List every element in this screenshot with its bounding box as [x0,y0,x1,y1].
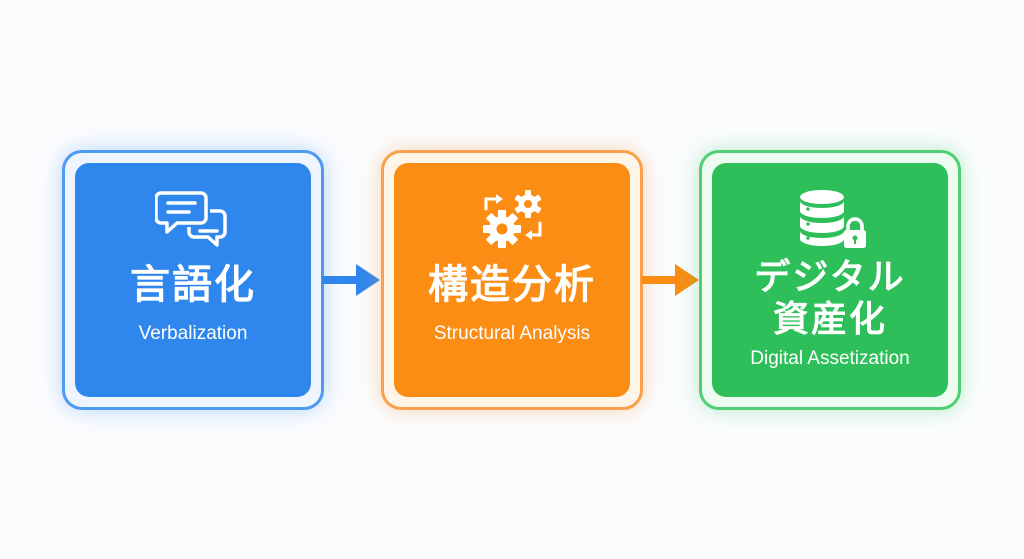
step-title-en: Structural Analysis [433,323,591,344]
step-title-ja-line2: 資産化 [772,299,887,341]
step-title-ja-line1: デジタル [754,257,906,298]
step-verbalization: 言語化 Verbalization [62,150,324,410]
database-lock-icon [800,190,866,248]
step-title-ja: 構造分析 [428,262,596,308]
chat-bubbles-icon [155,191,227,247]
step-title-en: Verbalization [138,323,248,344]
step-title-ja: デジタル 資産化 [754,257,905,342]
arrow-right-icon [641,264,699,296]
step-title-ja: 言語化 [130,262,256,308]
step-structural-analysis-panel: 構造分析 Structural Analysis [394,163,630,397]
gears-cycle-icon [483,190,542,248]
step-structural-analysis: 構造分析 Structural Analysis [381,150,643,410]
arrow-right-icon [322,264,380,296]
step-verbalization-panel: 言語化 Verbalization [75,163,311,397]
step-title-en: Digital Assetization [750,347,910,369]
step-digital-assetization: デジタル 資産化 Digital Assetization [699,150,961,410]
step-digital-assetization-panel: デジタル 資産化 Digital Assetization [712,163,948,397]
